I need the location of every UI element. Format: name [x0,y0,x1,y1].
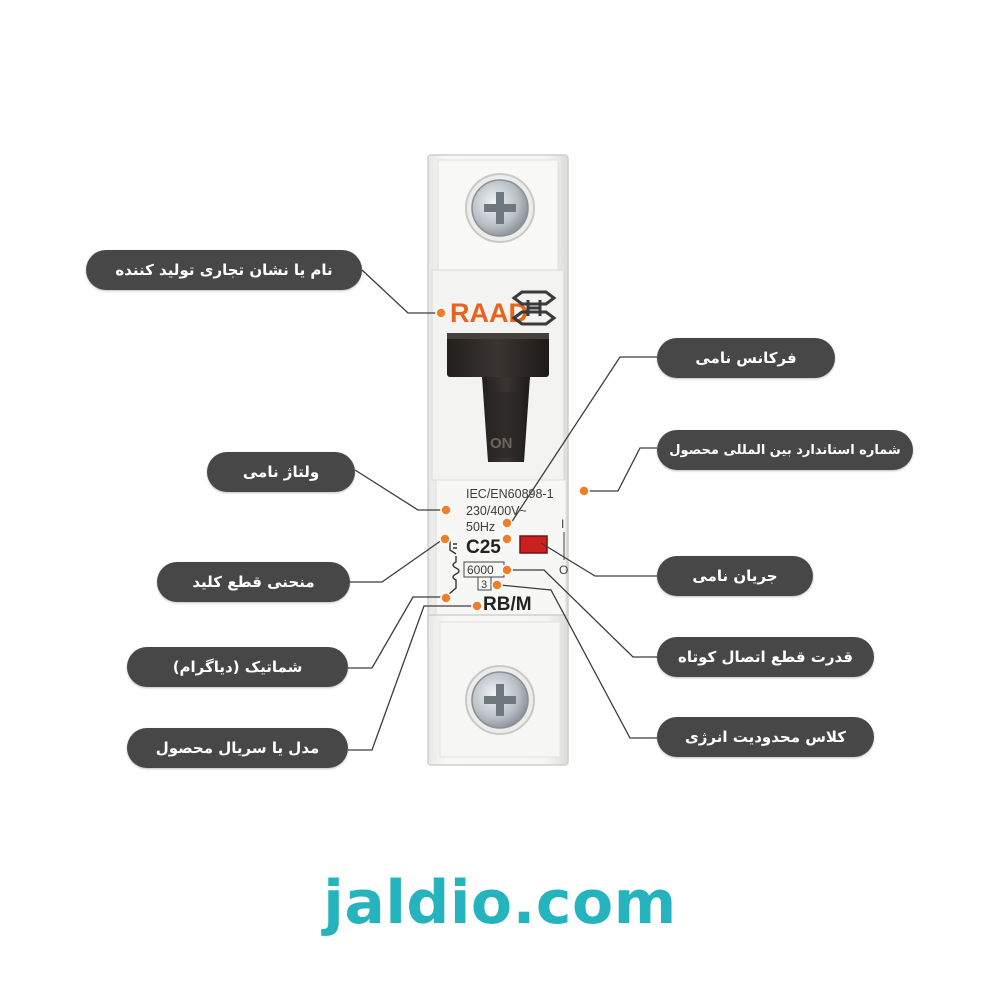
callout-model-serial: مدل یا سریال محصول [127,728,348,768]
toggle-handle [447,333,549,462]
marker-rated-voltage [440,504,452,516]
schematic-symbol-icon [448,540,460,595]
leader-breaking-capacity [510,569,657,658]
marker-schematic [440,592,452,604]
marker-trip-curve [439,533,451,545]
energy-class-box [477,576,492,591]
callout-energy-class: کلاس محدودیت انرژی [657,717,874,757]
curve-current-text: C25 [466,537,501,558]
callout-manufacturer: نام یا نشان تجاری تولید کننده [86,250,362,290]
marker-manufacturer [435,307,447,319]
leader-rated-frequency [510,356,657,524]
symbol-off-text: O [559,563,568,577]
callout-schematic: شماتیک (دیاگرام) [127,647,348,687]
symbol-on-text: I [561,517,564,531]
standard-text: IEC/EN60898-1 [466,487,554,501]
marker-rated-frequency [501,517,513,529]
energy-class-text: 3 [481,579,487,591]
watermark-text: jaldio.com [323,868,677,938]
marker-energy-class [491,579,503,591]
brand-text: RAAD [450,298,528,328]
leader-rated-current [540,542,657,577]
marker-rated-current [501,533,513,545]
callout-trip-curve: منحنی قطع کلید [157,562,350,602]
leader-model-serial [348,605,472,751]
callout-intl-standard: شماره استاندارد بین المللی محصول [657,430,913,470]
leader-lines [348,269,657,751]
bottom-screw-icon [465,665,535,735]
model-text: RB/M [483,594,532,615]
frequency-text: 50Hz [466,520,495,534]
leader-energy-class [499,584,657,739]
leader-trip-curve [350,539,443,583]
callout-rated-current: جریان نامی [657,556,813,596]
callout-markers [435,307,590,612]
marker-intl-standard [578,485,590,497]
leader-intl-standard [586,447,657,492]
voltage-text: 230/400V~ [466,504,527,518]
leader-manufacturer [361,269,438,314]
switch-state-text: ON [490,435,513,452]
callout-rated-voltage: ولتاژ نامی [207,452,355,492]
callout-breaking-capacity: قدرت قطع اتصال کوتاه [657,637,874,677]
leader-rated-voltage [354,469,445,511]
marker-breaking-capacity [501,564,513,576]
status-indicator [519,535,548,554]
brand-logo-icon [511,290,557,326]
callout-rated-frequency: فرکانس نامی [657,338,835,378]
breaking-capacity-text: 6000 [467,563,494,577]
leader-schematic [348,596,445,669]
marker-model-serial [471,600,483,612]
top-screw-icon [465,173,535,243]
